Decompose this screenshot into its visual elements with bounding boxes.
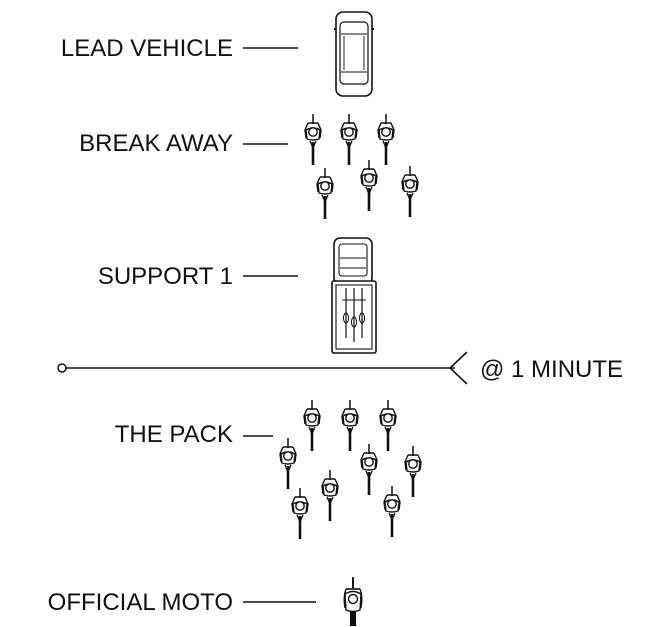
label-the-pack: THE PACK [115, 421, 233, 448]
label-support: SUPPORT 1 [98, 263, 233, 290]
cyclist-icon [403, 444, 423, 499]
pack-group [278, 398, 423, 541]
cyclist-icon [340, 398, 360, 453]
label-official-moto: OFFICIAL MOTO [48, 589, 233, 616]
cyclist-icon [339, 112, 359, 167]
lead-vehicle-car [334, 11, 374, 97]
cyclist-icon [359, 158, 379, 213]
cyclist-icon [290, 486, 310, 541]
gap-divider [57, 351, 468, 385]
cyclist-icon [278, 436, 298, 491]
cyclist-icon [315, 166, 335, 221]
label-gap-time: @ 1 MINUTE [480, 356, 623, 383]
label-break-away: BREAK AWAY [79, 130, 233, 157]
roof-rack-bikes [342, 288, 366, 342]
cyclist-icon [376, 112, 396, 167]
cyclist-icon [382, 484, 402, 539]
cyclist-icon [359, 442, 379, 497]
label-lead-vehicle: LEAD VEHICLE [61, 35, 233, 62]
support-vehicle [331, 237, 377, 354]
cyclist-icon [320, 468, 340, 523]
cyclist-icon [303, 112, 323, 167]
cyclist-icon [378, 398, 398, 453]
cyclist-icon [400, 164, 420, 219]
break-away-group [303, 112, 420, 221]
official-motorcycle [343, 577, 363, 626]
cyclist-icon [302, 398, 322, 453]
